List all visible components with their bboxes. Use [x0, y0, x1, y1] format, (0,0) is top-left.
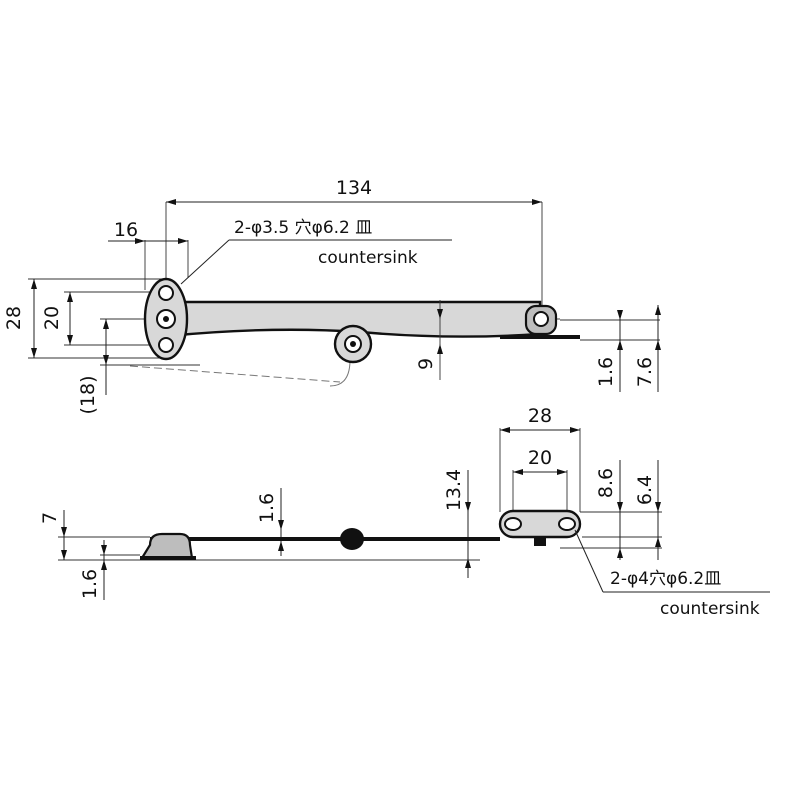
dim-label-8-6: 8.6 [595, 468, 617, 498]
arrow [437, 344, 443, 354]
top-view: 134 16 2-φ3.5 穴φ6.2 皿 countersink 28 20 [3, 177, 661, 415]
side-view: 28 20 13.4 1.6 7 1.6 [39, 405, 770, 619]
arrow [101, 560, 107, 570]
dim-label-134: 134 [336, 177, 372, 199]
pivot-pin [163, 316, 169, 322]
dim-label-20: 20 [41, 306, 63, 330]
arrow [617, 502, 623, 512]
dim-label-18: (18) [77, 375, 99, 414]
dim-label-1-6-mid: 1.6 [256, 493, 278, 523]
dim-label-9: 9 [415, 358, 437, 370]
arrow [655, 502, 661, 512]
arrow [103, 355, 109, 365]
dim-label-1-6-left: 1.6 [79, 569, 101, 599]
arrow [617, 548, 623, 558]
arrow [31, 279, 37, 289]
dim-label-7-6: 7.6 [634, 357, 656, 387]
right-bracket-pin [534, 537, 546, 546]
dim-label-1-6-top: 1.6 [595, 357, 617, 387]
arrow [655, 305, 661, 315]
middle-pin [350, 341, 356, 347]
dim-label-28: 28 [3, 306, 25, 330]
phantom-arc [329, 359, 351, 387]
bracket-hole-bottom [158, 337, 174, 353]
arrow [166, 199, 176, 205]
arrow [101, 545, 107, 555]
dim-label-6-4: 6.4 [634, 475, 656, 505]
arrow [532, 199, 542, 205]
arrow [31, 348, 37, 358]
dim-label-20b: 20 [528, 447, 552, 469]
bracket-hole-top [158, 285, 174, 301]
arrow [513, 469, 523, 475]
dim-label-16: 16 [114, 219, 138, 241]
arrow [655, 537, 661, 547]
leader-line-side-note [574, 529, 604, 593]
hole-note-side-en: countersink [660, 599, 760, 619]
arrow [178, 238, 188, 244]
arrow [465, 558, 471, 568]
dim-label-7: 7 [39, 512, 61, 524]
arrow [617, 310, 623, 320]
arrow [61, 550, 67, 560]
arrow [465, 502, 471, 512]
arrow [655, 340, 661, 350]
dim-label-28b: 28 [528, 405, 552, 427]
arrow [67, 335, 73, 345]
arrow [557, 469, 567, 475]
hole-note-top: 2-φ3.5 穴φ6.2 皿 [234, 218, 372, 238]
arrow [278, 541, 284, 551]
dim-label-13-4: 13.4 [443, 469, 465, 511]
right-end-hole [533, 311, 549, 327]
arrow [500, 427, 510, 433]
arrow [570, 427, 580, 433]
arrow [67, 292, 73, 302]
arrow [278, 520, 284, 530]
arrow [103, 319, 109, 329]
arrow [437, 309, 443, 319]
arrow [135, 238, 145, 244]
right-bracket-hole-right [558, 517, 576, 531]
right-bracket-hole-left [504, 517, 522, 531]
hole-note-top-en: countersink [318, 248, 418, 268]
left-foot [140, 532, 194, 560]
phantom-line [129, 365, 341, 383]
arrow [617, 340, 623, 350]
middle-knuckle [340, 528, 364, 550]
arrow [61, 527, 67, 537]
hole-note-side: 2-φ4穴φ6.2皿 [610, 569, 721, 589]
leader-line-hole-note [180, 239, 230, 285]
